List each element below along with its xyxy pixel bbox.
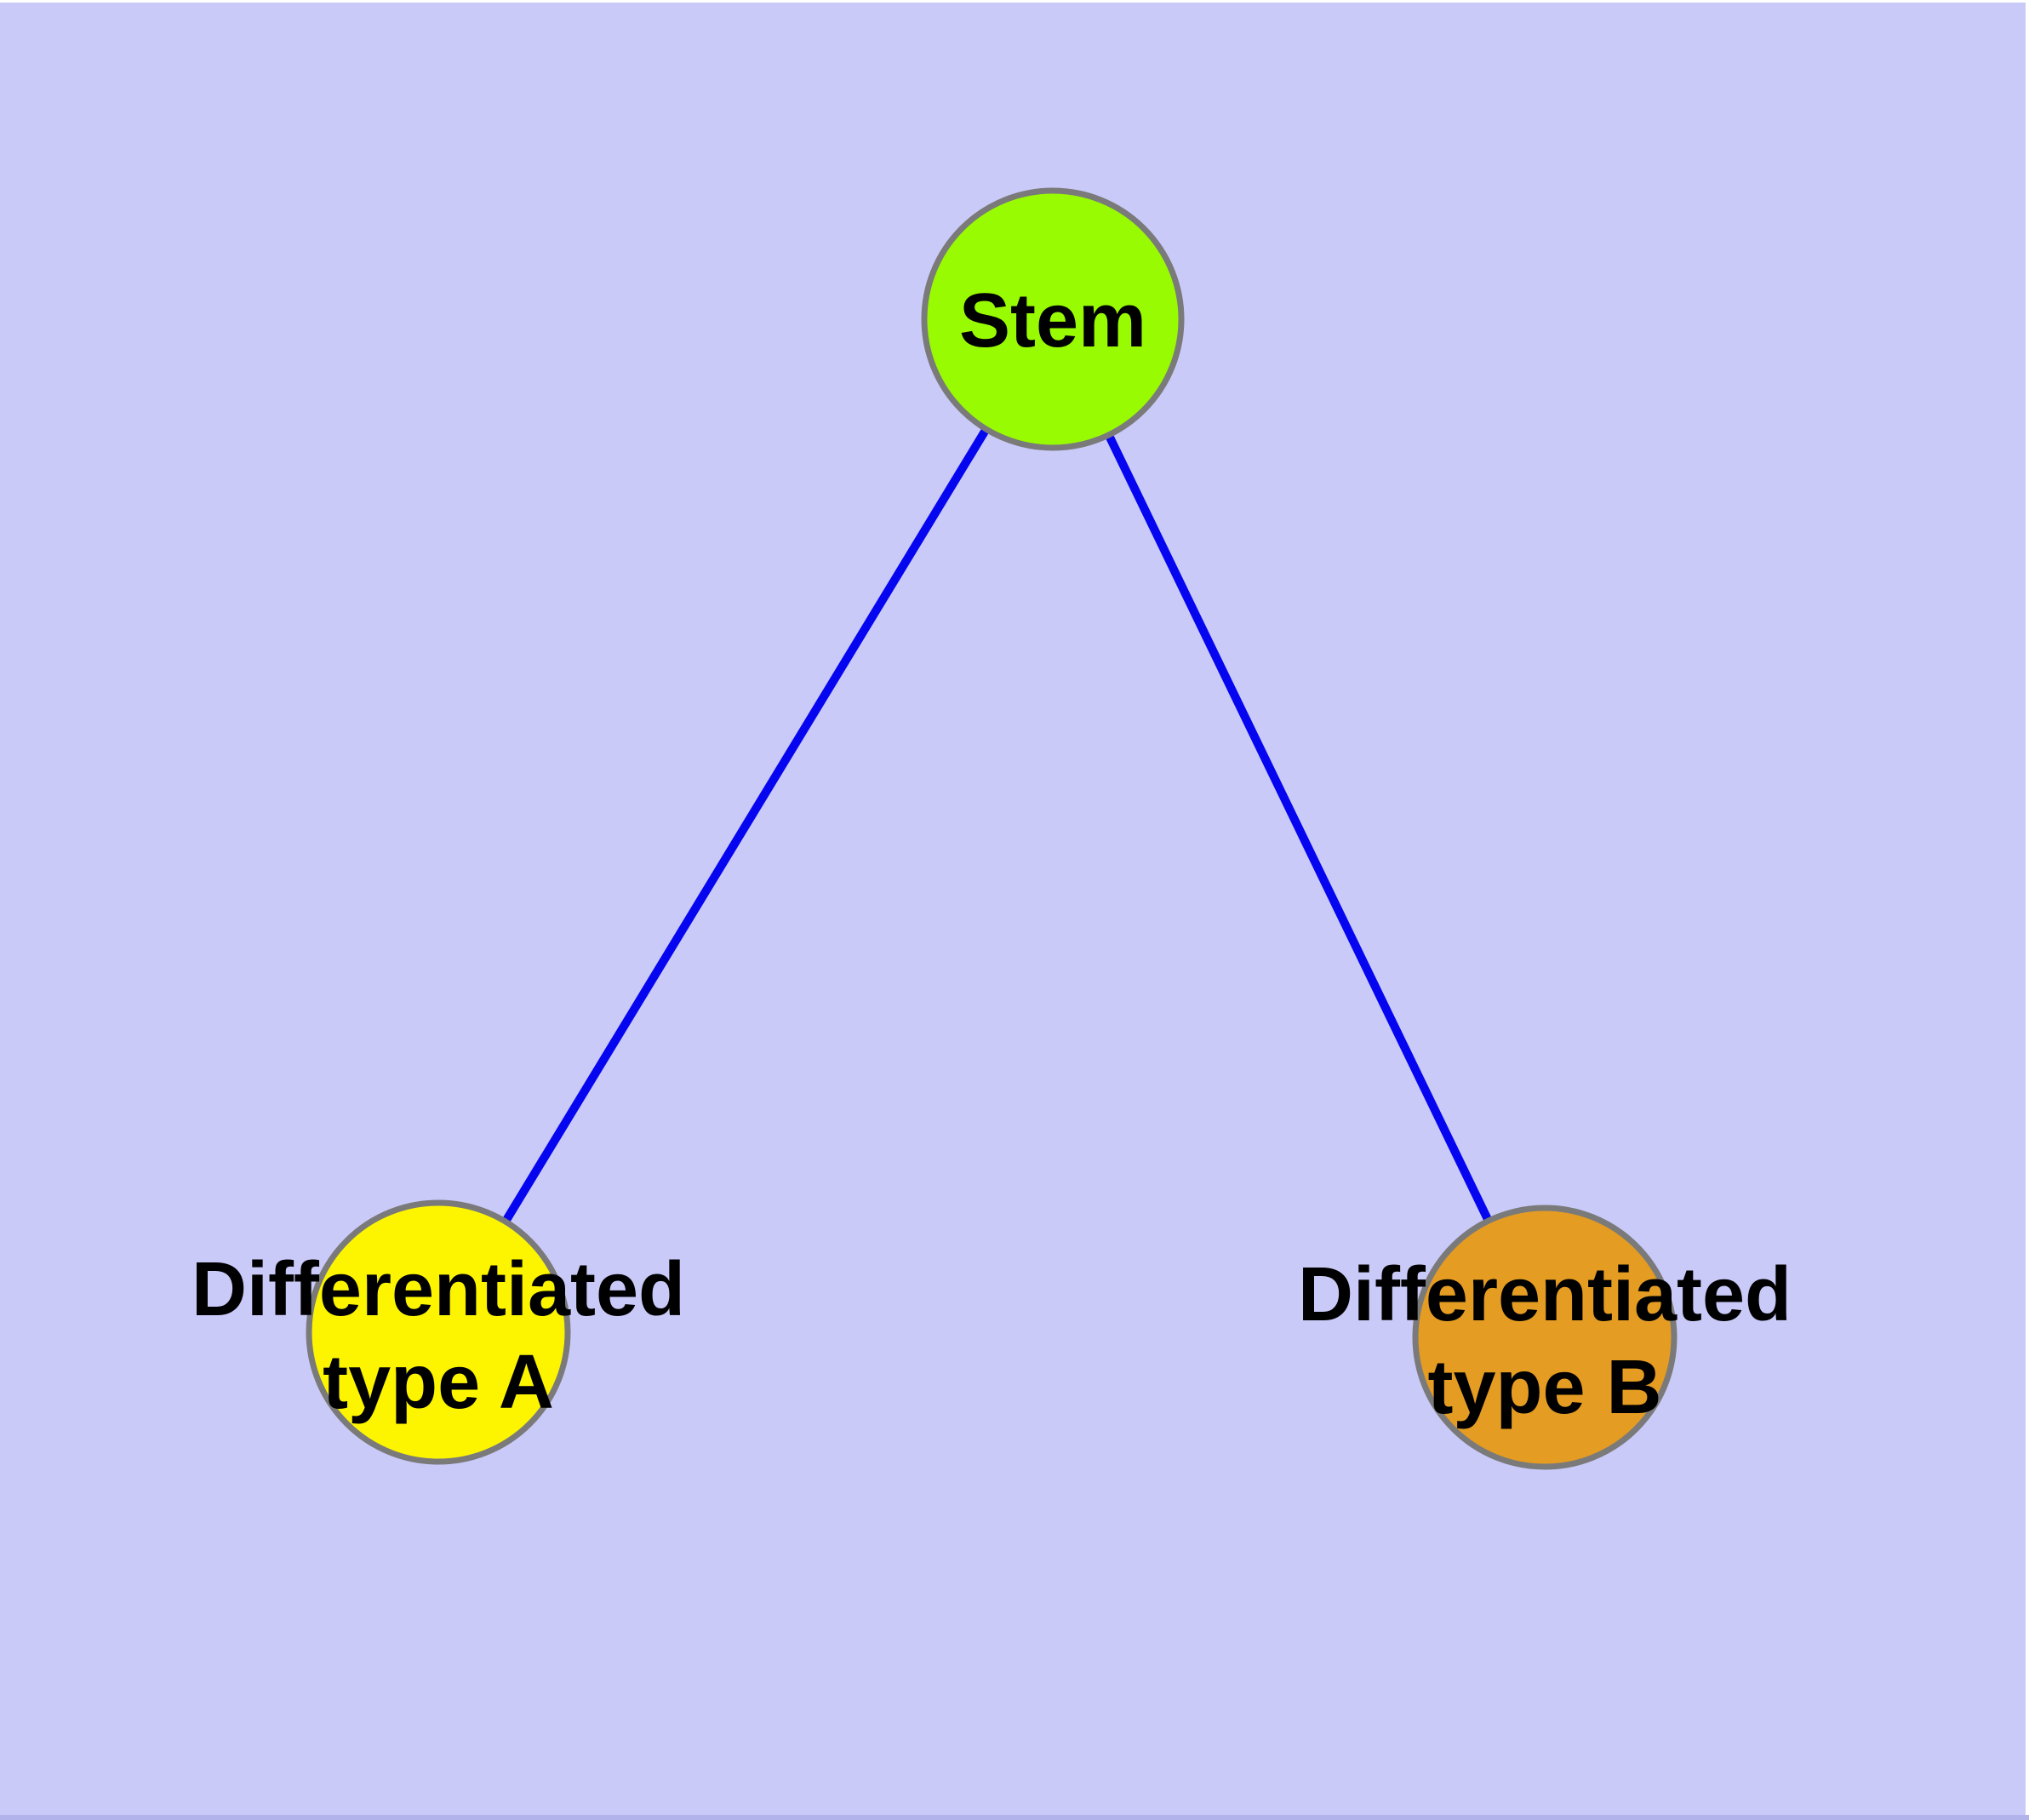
- node-stem-circle: [921, 187, 1185, 451]
- bottom-edge-strip: [0, 1815, 2029, 1820]
- node-diff-a-circle: [306, 1199, 571, 1465]
- node-diff-b-label-line-1: Differentiated: [1298, 1252, 1792, 1337]
- node-diff-b-circle: [1412, 1205, 1677, 1470]
- node-diff-b-label-line-2: type B: [1427, 1345, 1661, 1430]
- node-stem-label: Stem: [959, 278, 1146, 363]
- node-diff-a-label-line-1: Differentiated: [191, 1247, 685, 1332]
- edge-stem-diff-a: [434, 317, 1057, 1335]
- node-stem-label-line-1: Stem: [959, 278, 1146, 363]
- edge-stem-diff-b: [1049, 317, 1549, 1340]
- node-diff-a-label-line-2: type A: [323, 1340, 554, 1425]
